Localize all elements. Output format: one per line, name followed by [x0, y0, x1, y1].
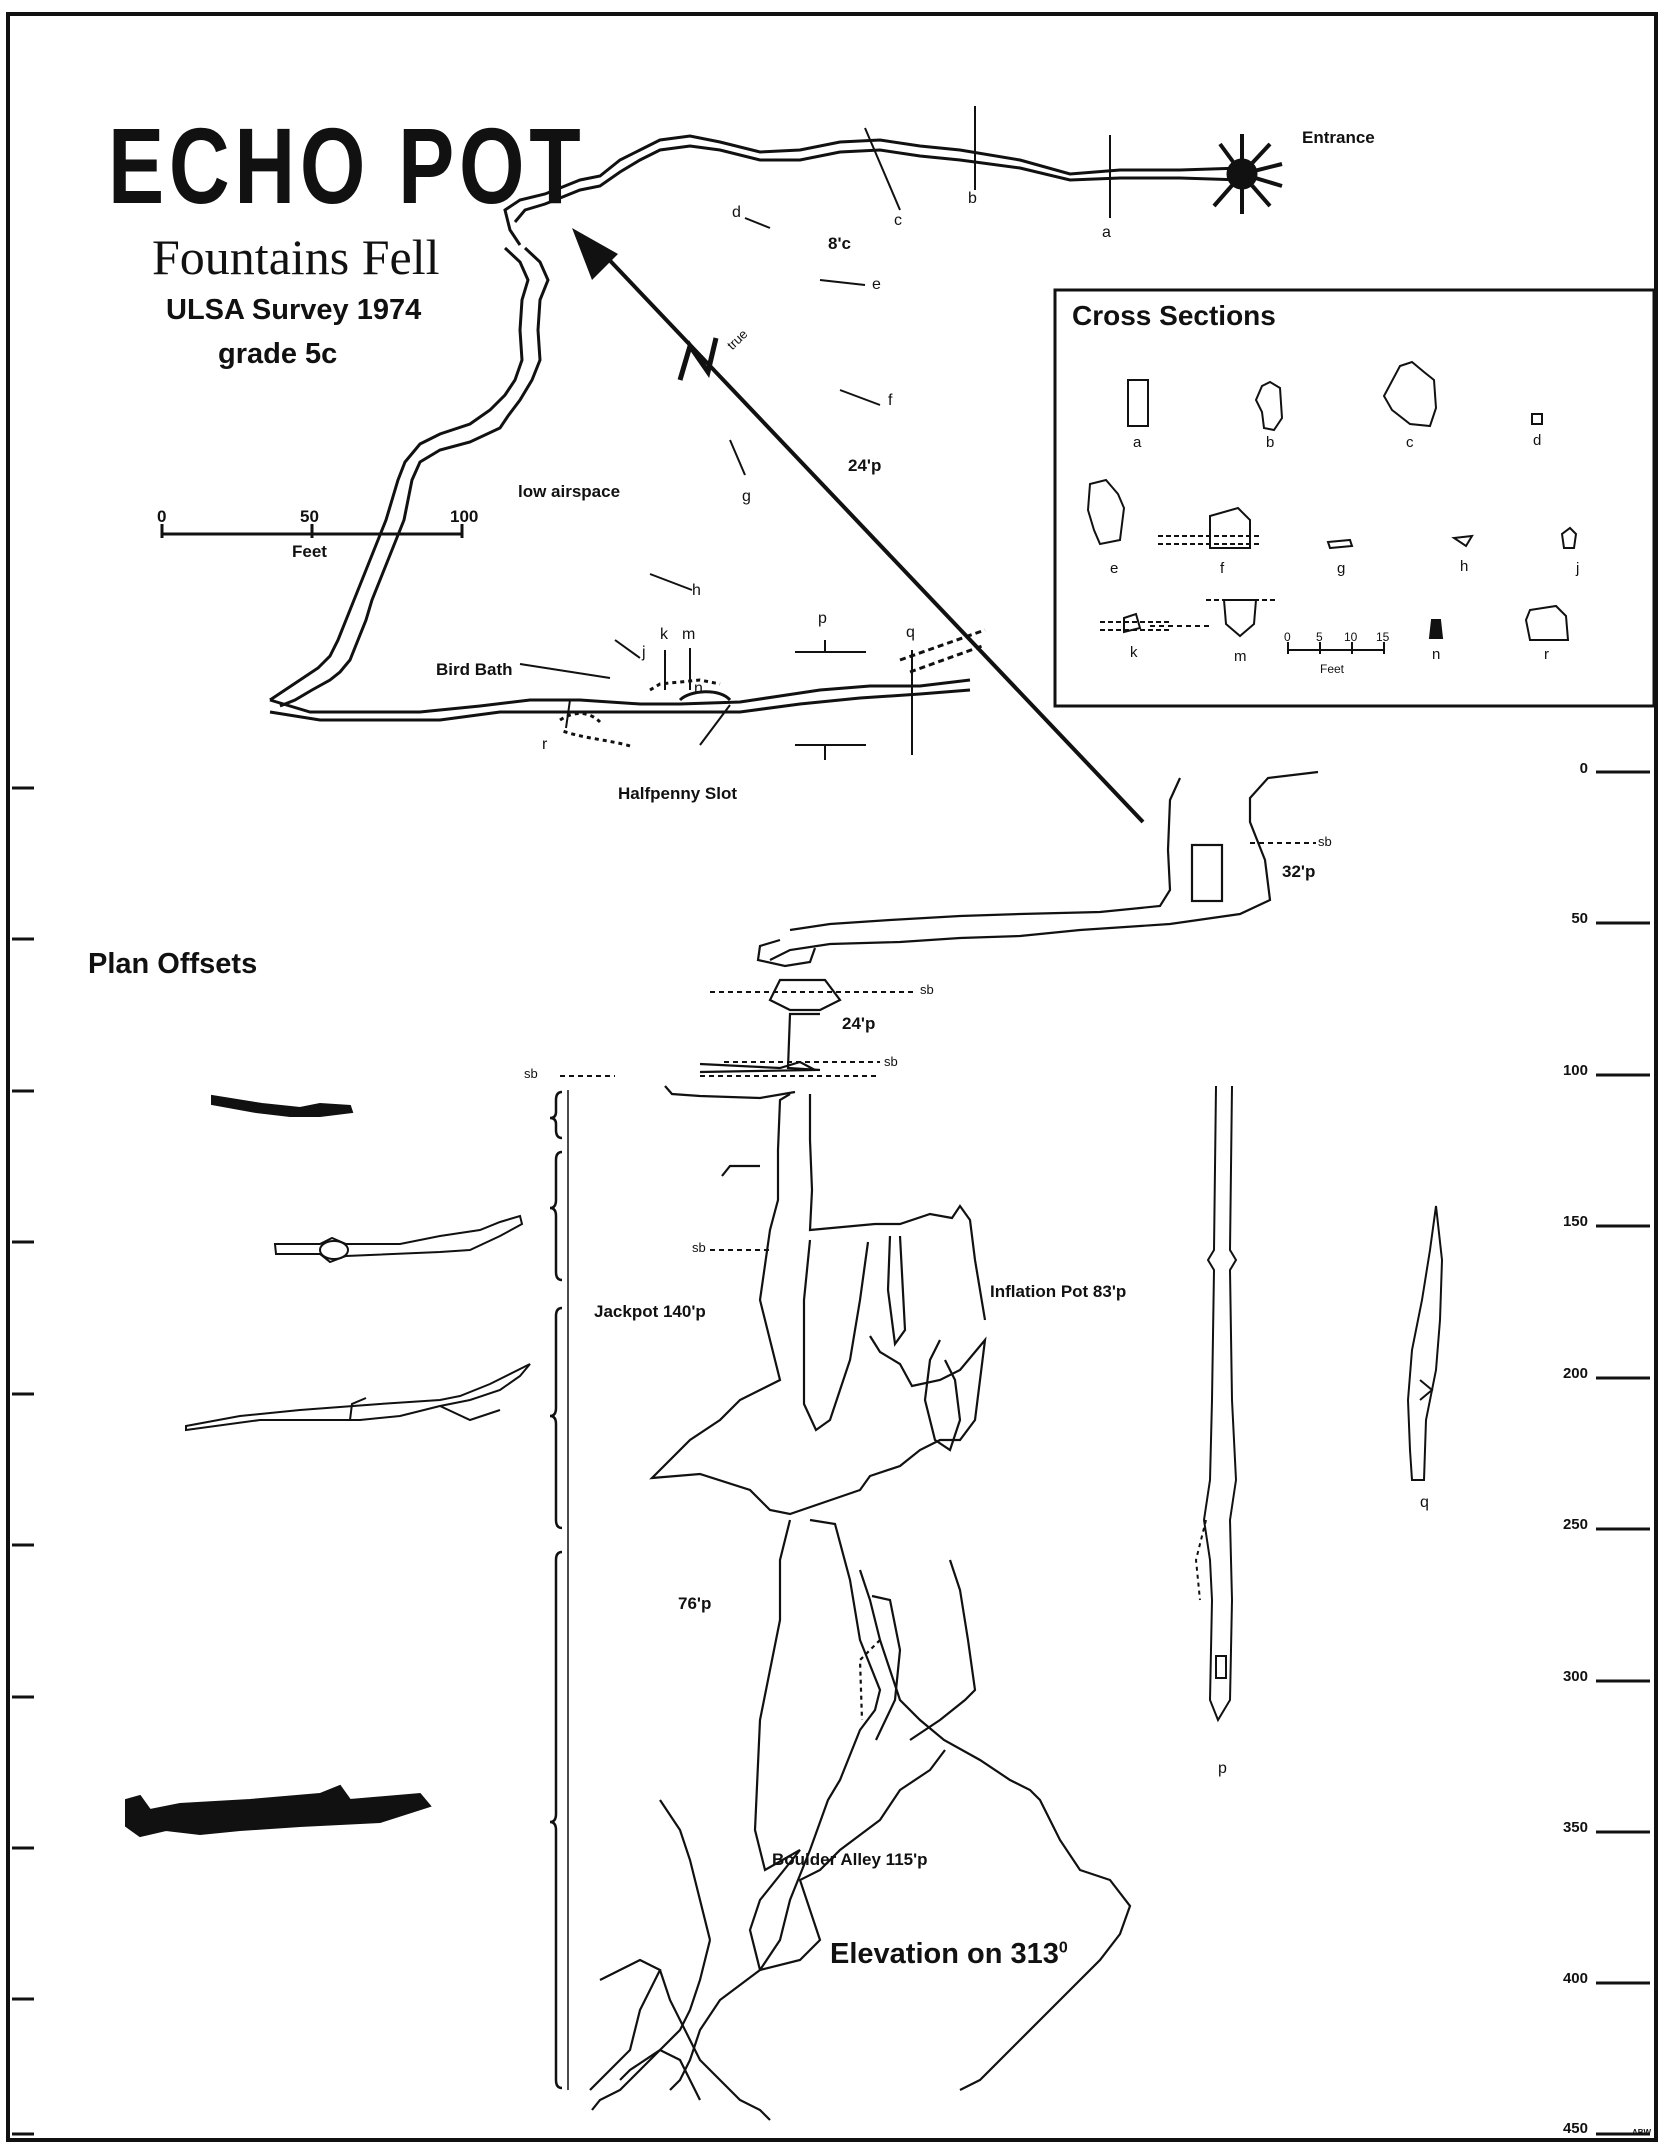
cross-section-scale: [1287, 642, 1385, 654]
inflation-pot-label: Inflation Pot 83'p: [990, 1282, 1127, 1301]
elevation-upper: [769, 770, 1319, 961]
elev-32p-label: 32'p: [1282, 862, 1316, 881]
xs-label-a: a: [1133, 434, 1142, 451]
elev-76p-label: 76'p: [678, 1594, 712, 1613]
xs-label-f: f: [1220, 560, 1225, 577]
entrance-label: Entrance: [1302, 128, 1375, 147]
xs-label-r: r: [1544, 646, 1549, 663]
depth-tick-50: 50: [1571, 910, 1588, 927]
depth-scale: [12, 770, 1650, 2136]
sb-label-4: sb: [524, 1066, 538, 1081]
xs-label-d: d: [1533, 432, 1542, 449]
section-letter-d: d: [732, 204, 741, 221]
elevation-degree-mark: 0: [1058, 1939, 1068, 1957]
plan-offset-sketches: [125, 1094, 531, 1838]
offset-brackets: [549, 1090, 569, 2090]
depth-tick-250: 250: [1562, 1516, 1588, 1533]
sb-label-5: sb: [692, 1240, 706, 1255]
depth-tick-200: 200: [1562, 1365, 1588, 1382]
map-subtitle: Fountains Fell: [152, 229, 440, 285]
sb-label-1: sb: [1318, 834, 1332, 849]
xs-scale-5: 5: [1316, 630, 1323, 644]
section-letter-g: g: [742, 488, 751, 505]
profile-q-label: q: [1420, 1494, 1429, 1511]
draughtsman-credit: ABW: [1632, 2128, 1652, 2137]
depth-tick-300: 300: [1562, 1668, 1588, 1685]
section-letter-b: b: [968, 190, 977, 207]
scale-tick-0: 0: [157, 507, 167, 526]
bird-bath-label: Bird Bath: [436, 660, 513, 679]
section-letter-m: m: [682, 626, 696, 643]
elevation-heading-text: Elevation on 313: [830, 1938, 1059, 1970]
plan-offsets-heading: Plan Offsets: [88, 948, 258, 980]
elev-24p-label: 24'p: [842, 1014, 876, 1033]
jackpot-label: Jackpot 140'p: [594, 1302, 706, 1321]
xs-label-b: b: [1266, 434, 1275, 451]
section-markers: [519, 106, 1111, 760]
xs-label-m: m: [1234, 648, 1247, 665]
section-letter-h: h: [692, 582, 701, 599]
xs-scale-15: 15: [1376, 630, 1390, 644]
depth-tick-150: 150: [1562, 1213, 1588, 1230]
scale-tick-100: 100: [450, 507, 479, 526]
xs-label-e: e: [1110, 560, 1119, 577]
section-letter-n: n: [694, 680, 703, 697]
cross-sections-heading: Cross Sections: [1072, 300, 1276, 331]
entrance-sunburst-icon: [1212, 134, 1283, 214]
boulder-alley-label: Boulder Alley 115'p: [772, 1850, 928, 1869]
xs-scale-unit: Feet: [1320, 662, 1345, 676]
scale-unit: Feet: [292, 542, 327, 561]
elevation-heading: Elevation on 3130: [830, 1938, 1068, 1971]
halfpenny-slot-label: Halfpenny Slot: [618, 784, 738, 803]
xs-label-h: h: [1460, 558, 1469, 575]
pitch-8c-label: 8'c: [828, 234, 851, 253]
entrance-passage: [503, 134, 1243, 246]
survey-credit: ULSA Survey 1974: [166, 294, 422, 326]
xs-label-c: c: [1406, 434, 1414, 451]
section-letter-j: j: [642, 644, 646, 661]
xs-label-k: k: [1130, 644, 1138, 661]
cave-grade: grade 5c: [218, 338, 338, 370]
xs-label-g: g: [1337, 560, 1346, 577]
shaft-passage: [279, 246, 550, 708]
profile-p: [1194, 1085, 1238, 1723]
section-letter-f: f: [888, 392, 893, 409]
sb-label-3: sb: [884, 1054, 898, 1069]
depth-tick-400: 400: [1562, 1970, 1588, 1987]
section-letter-a: a: [1102, 224, 1111, 241]
depth-tick-450: 450: [1562, 2120, 1588, 2137]
section-letter-c: c: [894, 212, 902, 229]
sb-label-2: sb: [920, 982, 934, 997]
section-letter-k: k: [660, 626, 668, 643]
north-arrow: [572, 228, 1145, 824]
map-title: ECHO POT: [108, 105, 586, 226]
section-letter-q: q: [906, 624, 915, 641]
profile-q: [1406, 1205, 1444, 1481]
section-letter-p: p: [818, 610, 827, 627]
xs-scale-10: 10: [1344, 630, 1358, 644]
cross-sections-box: [1053, 288, 1656, 708]
scale-tick-50: 50: [300, 507, 319, 526]
section-letter-r: r: [542, 736, 548, 753]
xs-scale-0: 0: [1284, 630, 1291, 644]
cross-section-shapes: [1086, 360, 1578, 641]
xs-label-j: j: [1576, 560, 1580, 577]
low-airspace-label: low airspace: [518, 482, 621, 501]
plan-scale-bar: [160, 524, 464, 538]
lower-passage: [269, 678, 971, 714]
sb-lines: [560, 625, 1316, 1251]
section-letter-e: e: [872, 276, 881, 293]
profile-p-label: p: [1218, 1760, 1227, 1777]
xs-label-n: n: [1432, 646, 1441, 663]
pitch-24p-label: 24'p: [848, 456, 882, 475]
elevation-survey: [589, 770, 1319, 2121]
depth-tick-100: 100: [1562, 1062, 1588, 1079]
sheet-border: [6, 12, 1658, 2142]
north-letter-n: [677, 337, 719, 381]
depth-tick-0: 0: [1579, 760, 1588, 777]
depth-tick-350: 350: [1562, 1819, 1588, 1836]
